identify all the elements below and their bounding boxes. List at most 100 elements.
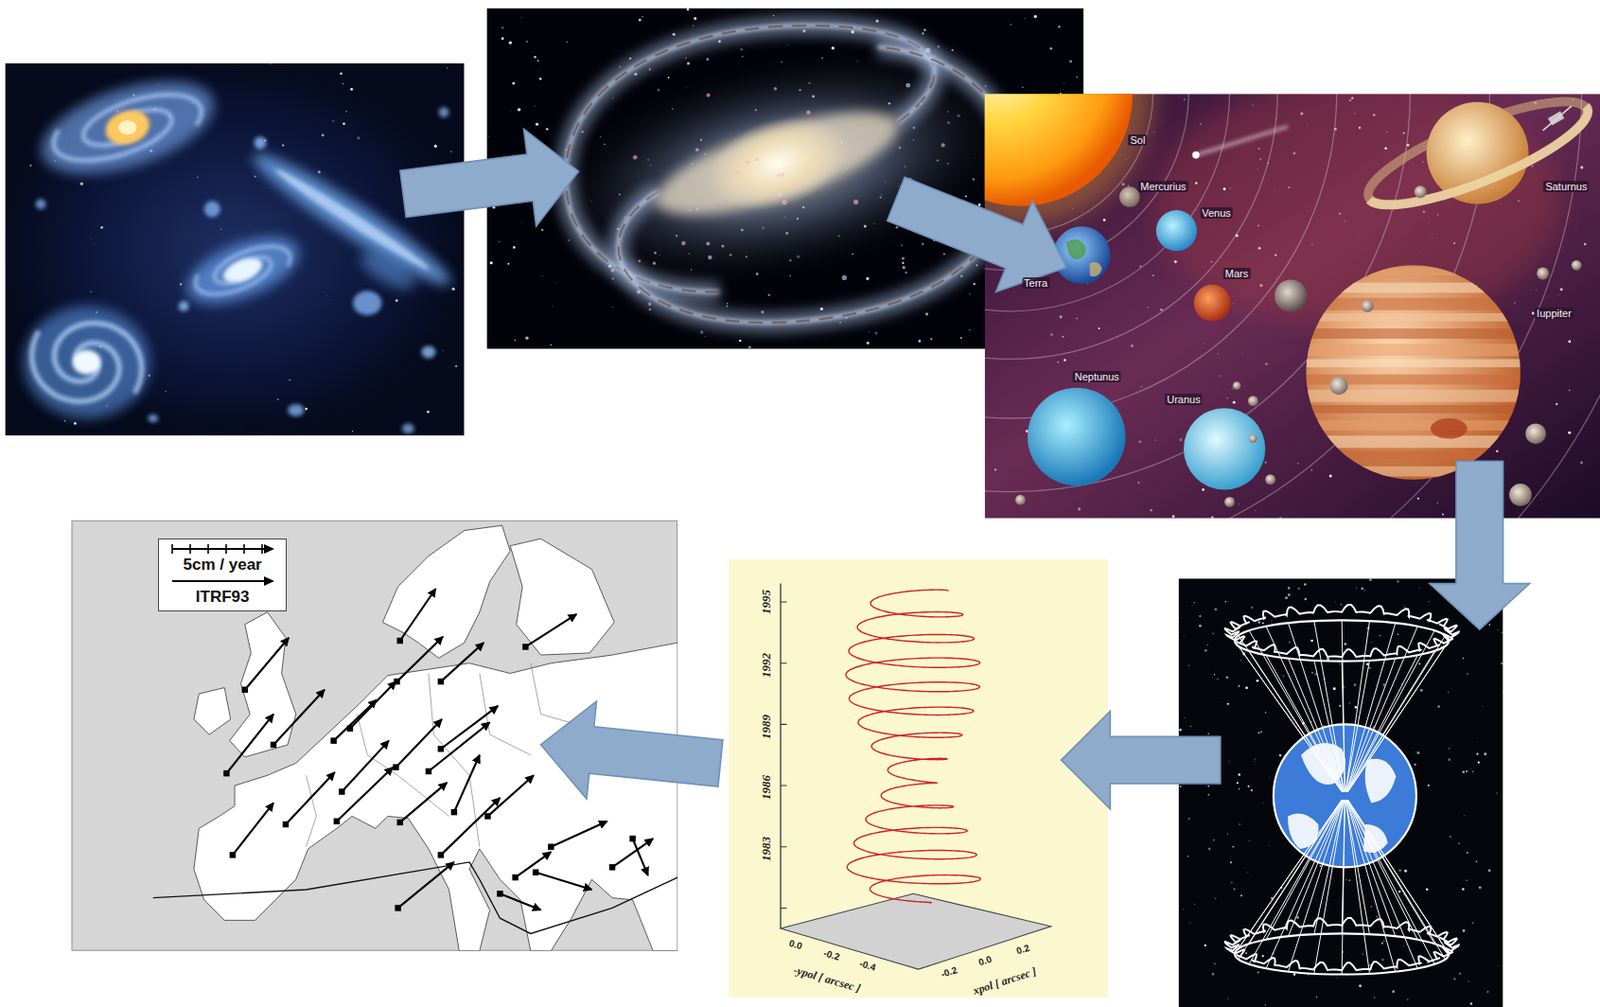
illustration-circle	[1370, 905, 1372, 908]
illustration-circle	[1383, 939, 1386, 942]
illustration-circle	[490, 261, 493, 264]
illustration-line	[1543, 105, 1572, 131]
illustration-circle	[1316, 899, 1319, 902]
galaxy-cluster-photo	[4, 63, 464, 436]
illustration-circle	[196, 175, 198, 177]
illustration-circle	[1227, 832, 1229, 834]
illustration-circle	[89, 291, 91, 293]
illustration-circle	[1345, 879, 1347, 880]
illustration-circle	[773, 15, 774, 17]
axis-tick-label: -0.2	[821, 947, 843, 963]
illustration-circle	[512, 246, 516, 249]
illustration-circle	[937, 45, 941, 49]
scale-tick	[261, 544, 264, 554]
illustration-rect	[438, 851, 444, 858]
illustration-rect	[242, 686, 248, 693]
illustration-circle	[1063, 358, 1067, 362]
illustration-rect	[1301, 328, 1526, 339]
illustration-circle	[1076, 76, 1078, 78]
illustration-circle	[1275, 277, 1277, 279]
illustration-path	[398, 861, 455, 909]
illustration-circle	[1119, 186, 1141, 208]
illustration-circle	[1338, 663, 1340, 665]
illustration-line	[1348, 646, 1446, 792]
illustration-circle	[905, 83, 911, 88]
illustration-rect	[522, 643, 528, 650]
illustration-circle	[1293, 972, 1297, 976]
illustration-circle	[1354, 705, 1357, 708]
illustration-circle	[1311, 671, 1314, 674]
illustration-circle	[1402, 964, 1405, 967]
illustration-rect	[438, 745, 444, 752]
illustration-circle	[1463, 814, 1466, 817]
illustration-circle	[1310, 639, 1314, 643]
illustration-circle	[1262, 954, 1265, 957]
illustration-line	[1346, 799, 1396, 971]
illustration-circle	[238, 425, 241, 428]
illustration-circle	[968, 329, 970, 331]
illustration-circle	[1310, 469, 1313, 472]
illustration-circle	[1580, 460, 1583, 464]
illustration-circle	[297, 434, 299, 436]
illustration-circle	[1191, 604, 1194, 607]
illustration-rect	[392, 763, 399, 770]
illustration-line	[1234, 799, 1342, 954]
illustration-circle	[921, 243, 924, 246]
earth-precession-illustration	[1178, 578, 1504, 1007]
illustration-circle	[984, 93, 1154, 235]
illustration-circle	[960, 275, 963, 278]
illustration-circle	[1178, 728, 1182, 732]
illustration-circle	[1428, 222, 1431, 225]
illustration-rect	[393, 678, 400, 685]
illustration-circle	[1501, 632, 1504, 634]
illustration-rect	[1301, 298, 1526, 311]
illustration-rect	[394, 904, 401, 911]
illustration-ellipse	[147, 414, 159, 423]
illustration-rect	[1301, 266, 1526, 276]
illustration-circle	[1384, 146, 1388, 150]
illustration-circle	[269, 63, 271, 65]
illustration-line	[1345, 799, 1370, 974]
illustration-path	[397, 636, 444, 682]
illustration-ellipse	[645, 90, 910, 236]
illustration-path	[428, 672, 470, 775]
illustration-circle	[1459, 971, 1462, 975]
illustration-circle	[853, 199, 859, 205]
illustration-circle	[1027, 387, 1126, 486]
illustration-circle	[1465, 879, 1468, 881]
illustration-circle	[317, 170, 321, 174]
illustration-path	[32, 331, 120, 402]
illustration-circle	[611, 305, 614, 308]
illustration-circle	[1273, 189, 1276, 192]
illustration-circle	[865, 277, 869, 281]
illustration-circle	[1468, 980, 1470, 982]
illustration-circle	[254, 175, 257, 177]
illustration-circle	[263, 182, 266, 185]
illustration-circle	[517, 107, 521, 111]
illustration-circle	[1437, 502, 1439, 504]
illustration-circle	[874, 331, 878, 335]
illustration-circle	[1213, 962, 1216, 965]
axis-tick-label: 0.2	[1013, 941, 1032, 956]
axis-tick-label: 0.0	[975, 953, 994, 968]
illustration-path	[469, 774, 480, 846]
illustration-circle	[616, 228, 620, 231]
illustration-path	[226, 714, 274, 774]
illustration-circle	[1189, 921, 1191, 923]
jupiter-bands	[1301, 266, 1526, 476]
illustration-circle	[342, 83, 344, 85]
illustration-circle	[1422, 160, 1425, 163]
scale-tick	[225, 544, 228, 554]
illustration-circle	[1154, 439, 1156, 440]
illustration-circle	[1338, 212, 1341, 215]
illustration-circle	[1231, 845, 1234, 848]
illustration-line	[1288, 799, 1344, 971]
illustration-circle	[513, 339, 516, 342]
illustration-line	[1347, 630, 1435, 792]
illustration-circle	[1355, 586, 1357, 588]
illustration-circle	[925, 47, 931, 53]
illustration-circle	[555, 281, 558, 284]
illustration-circle	[1417, 497, 1420, 500]
